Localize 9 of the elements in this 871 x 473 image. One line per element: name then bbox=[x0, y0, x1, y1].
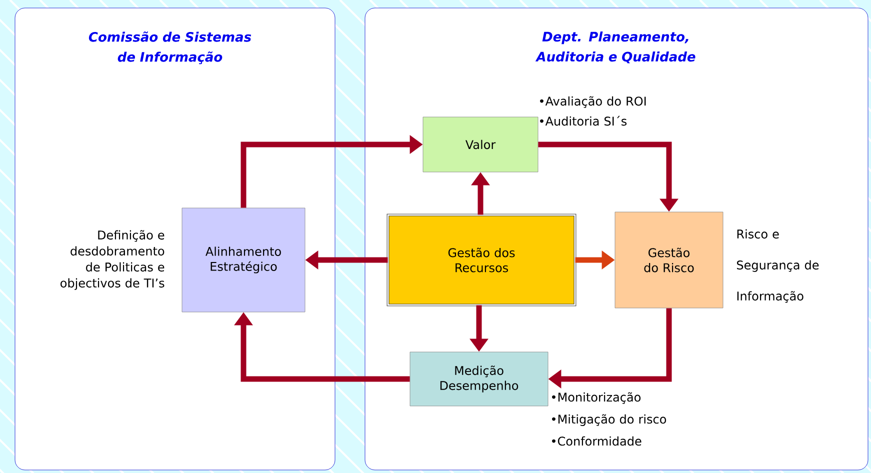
process-box: Gestão dos Recursos bbox=[386, 214, 576, 306]
side-note: Definição e desdobramento de Politicas e objectivos de TI’s bbox=[60, 230, 164, 290]
process-box: Alinhamento Estratégico bbox=[182, 208, 306, 312]
process-box: Medição Desempenho bbox=[410, 352, 548, 406]
side-note: •Monitorização •Mitigação do risco •Conformidade bbox=[552, 392, 666, 446]
side-note: •Avaliação do ROI •Auditoria SI´s bbox=[540, 96, 646, 126]
process-box: Valor bbox=[422, 116, 538, 172]
side-note: Risco e Segurança de Informação bbox=[736, 229, 819, 303]
process-box: Gestão do Risco bbox=[614, 212, 724, 308]
